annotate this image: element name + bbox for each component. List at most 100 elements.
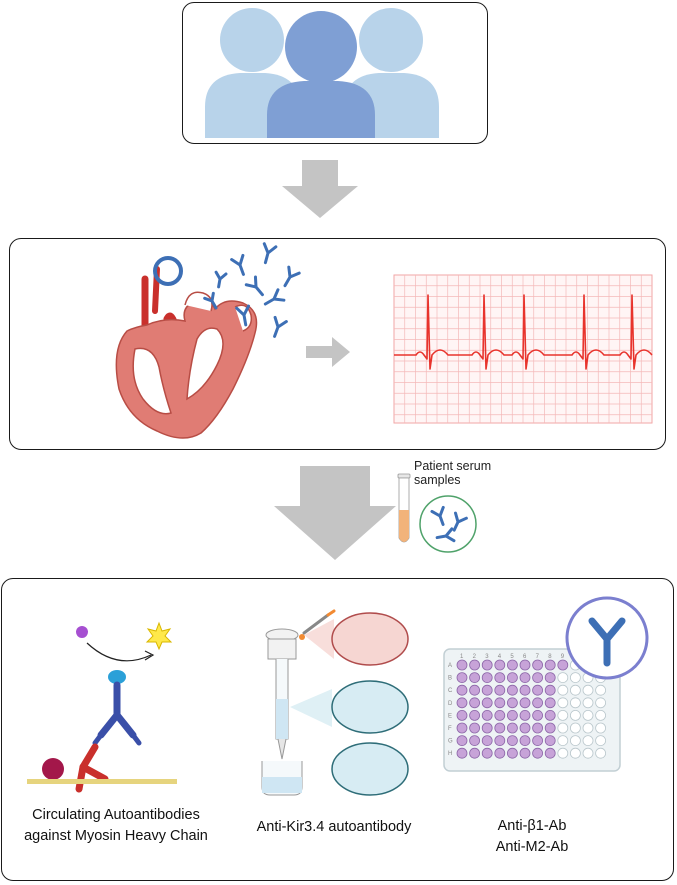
plate-well: [532, 697, 543, 709]
plate-column-number: 7: [536, 654, 540, 660]
plate-well: [557, 684, 569, 696]
plate-well: [557, 697, 569, 709]
plate-well: [544, 710, 556, 721]
plate-column-number: 5: [510, 654, 514, 660]
plate-well: [519, 672, 531, 684]
plate-row-letter: F: [448, 726, 452, 732]
plate-well: [544, 722, 556, 734]
plate-well: [494, 697, 506, 709]
plate-well: [532, 735, 543, 746]
plate-row-letter: B: [448, 676, 452, 682]
plate-well: [469, 747, 481, 759]
plate-well: [481, 684, 493, 696]
plate-well: [519, 747, 531, 759]
antibody-cluster-icon: [203, 242, 301, 338]
plate-well: [481, 710, 493, 721]
ecg-trace: [394, 294, 653, 370]
plate-well: [532, 710, 543, 721]
plate-well: [481, 735, 493, 746]
plate-well: [481, 659, 493, 671]
plate-well: [494, 684, 506, 696]
plate-well: [595, 722, 607, 734]
plate-well: [595, 710, 607, 721]
plate-well: [595, 697, 607, 709]
plate-well: [507, 697, 518, 709]
plate-well: [507, 735, 518, 746]
plate-well: [519, 710, 531, 721]
plate-well: [481, 697, 493, 709]
plate-column-number: 4: [498, 654, 502, 660]
plate-well: [569, 710, 581, 721]
serum-label-line1: Patient serum: [414, 459, 492, 473]
plate-well: [557, 747, 569, 759]
plate-well: [456, 672, 468, 684]
plate-well: [582, 684, 594, 696]
beta1-label: Anti-β1-Ab: [497, 818, 567, 834]
kir-label: Anti-Kir3.4 autoantibody: [256, 819, 412, 835]
plate-well: [469, 710, 481, 721]
plate-well: [569, 684, 581, 696]
plate-well: [481, 672, 493, 684]
plate-well: [595, 684, 607, 696]
serum-label-line2: samples: [414, 473, 461, 487]
antibody-circle-icon: [419, 495, 477, 553]
plate-well: [557, 672, 569, 684]
plate-well: [469, 672, 481, 684]
plate-well: [557, 710, 569, 721]
column-assay-icon: [261, 609, 409, 796]
plate-well: [569, 672, 581, 684]
plate-well: [582, 735, 594, 746]
plate-well: [519, 684, 531, 696]
myosin-label: Circulating Autoantibodies against Myosi…: [6, 805, 226, 847]
plate-well: [569, 697, 581, 709]
plate-well: [557, 722, 569, 734]
plate-well: [456, 722, 468, 734]
plate-well: [456, 735, 468, 746]
plate-well: [507, 684, 518, 696]
plate-well: [569, 747, 581, 759]
plate-well: [544, 735, 556, 746]
plate-well: [494, 672, 506, 684]
plate-well: [456, 659, 468, 671]
plate-well: [519, 659, 531, 671]
plate-well: [456, 684, 468, 696]
plate-row-letter: A: [448, 663, 452, 669]
plate-well: [595, 735, 607, 746]
heart-ecg-panel: [9, 238, 666, 450]
plate-row-letter: H: [448, 751, 452, 757]
plate-well: [456, 747, 468, 759]
plate-well: [532, 684, 543, 696]
plate-well: [456, 710, 468, 721]
antibody-icon: [565, 596, 649, 680]
plate-well: [582, 722, 594, 734]
plate-well: [507, 672, 518, 684]
plate-well: [507, 659, 518, 671]
plate-well: [519, 697, 531, 709]
plate-well: [469, 659, 481, 671]
down-arrow-icon: [274, 466, 396, 560]
plate-well: [481, 747, 493, 759]
plate-well: [519, 735, 531, 746]
plate-well: [507, 710, 518, 721]
plate-column-number: 9: [561, 654, 565, 660]
plate-well: [582, 697, 594, 709]
plate-well: [557, 735, 569, 746]
plate-row-letter: C: [448, 688, 453, 694]
plate-column-number: 1: [460, 654, 464, 660]
plate-well: [532, 722, 543, 734]
plate-well: [469, 697, 481, 709]
plate-well: [494, 747, 506, 759]
plate-well: [481, 722, 493, 734]
plate-well: [532, 659, 543, 671]
serum-label: Patient serum samples: [414, 459, 524, 487]
plate-well: [469, 684, 481, 696]
down-arrow-icon: [282, 160, 358, 218]
plate-well: [469, 735, 481, 746]
plate-well: [544, 659, 556, 671]
plate-well: [569, 735, 581, 746]
plate-well: [544, 672, 556, 684]
plate-well: [544, 684, 556, 696]
plate-well: [494, 659, 506, 671]
people-group-icon: [205, 8, 439, 138]
